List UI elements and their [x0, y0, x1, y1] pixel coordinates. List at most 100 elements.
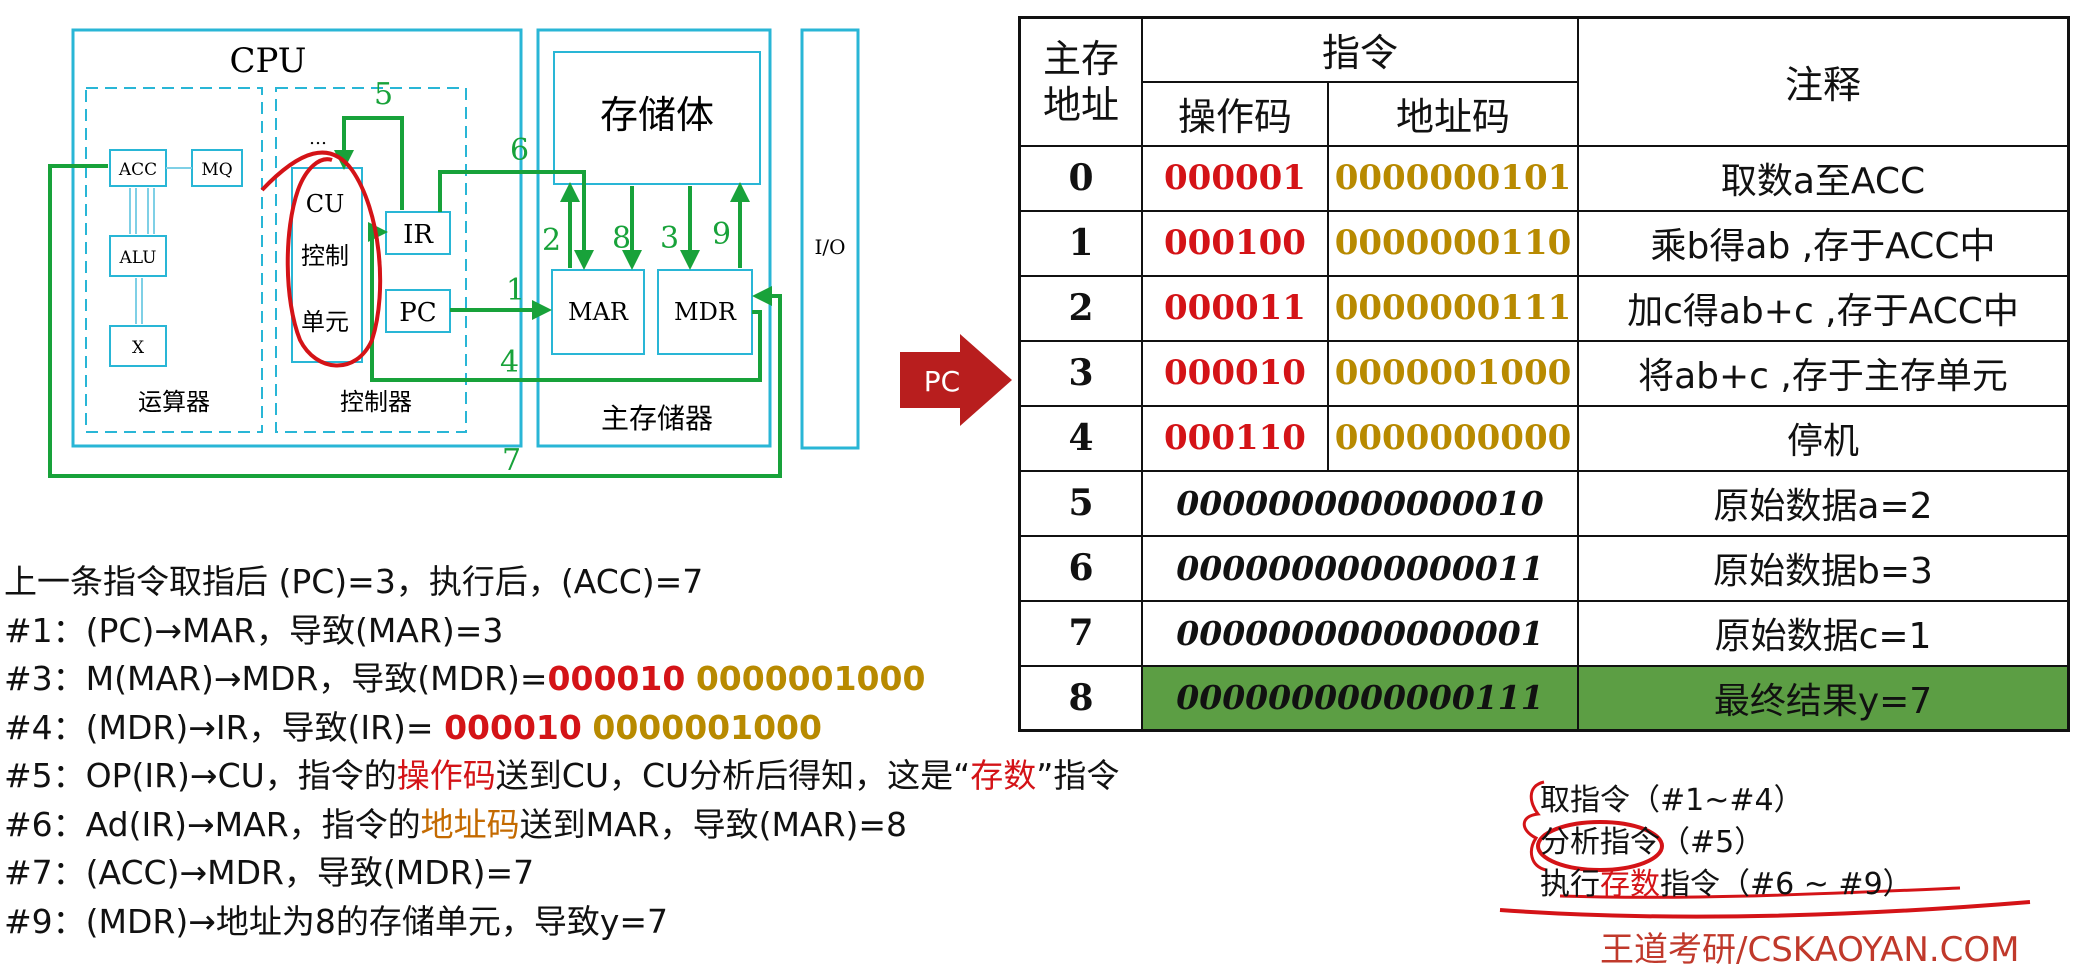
row-data-value: 0000000000000010 [1141, 469, 1579, 537]
row-note: 原始数据b=3 [1577, 534, 2070, 602]
mar-label: MAR [568, 298, 629, 326]
header-address: 主存 地址 [1018, 16, 1143, 147]
step-numbers: 1 2 3 4 5 6 7 8 9 [374, 77, 731, 478]
explain-line: #7：(ACC)→MDR，导致(MDR)=7 [4, 853, 535, 892]
row-opcode: 000010 [1141, 339, 1329, 407]
header-instruction: 指令 [1141, 16, 1579, 83]
main-memory-box [536, 28, 772, 448]
watermark: 王道考研/CSKAOYAN.COM [1600, 930, 2020, 970]
row-data-value: 0000000000000011 [1141, 534, 1579, 602]
table-row: 4 000110 0000000000 停机 [1018, 404, 2070, 472]
summary-fetch: 取指令（#1~#4） [1540, 783, 1804, 818]
explain-highlight: 存数 [970, 756, 1037, 795]
instruction-table: 主存 地址 指令 注释 操作码 地址码 0 000001 0000000101 … [1018, 16, 2070, 732]
row-note: 最终结果y=7 [1577, 664, 2070, 732]
storage-body-label: 存储体 [600, 93, 714, 137]
explain-text: #3：M(MAR)→MDR，导致(MDR)= [4, 659, 548, 698]
table-row: 0 000001 0000000101 取数a至ACC [1018, 144, 2070, 212]
table-row: 3 000010 0000001000 将ab+c ,存于主存单元 [1018, 339, 2070, 407]
row-note: 停机 [1577, 404, 2070, 472]
alu-unit-label: 运算器 [138, 388, 210, 416]
table-row: 2 000011 0000000111 加c得ab+c ,存于ACC中 [1018, 274, 2070, 342]
explain-opcode: 000010 [547, 659, 686, 698]
row-address: 0 [1018, 144, 1143, 212]
row-address-code: 0000001000 [1327, 339, 1579, 407]
row-address-code: 0000000110 [1327, 209, 1579, 277]
summary-text: 指令（#6 ~ #9） [1660, 867, 1913, 902]
header-opcode: 操作码 [1141, 80, 1329, 147]
row-note: 乘b得ab ,存于ACC中 [1577, 209, 2070, 277]
data-paths [48, 116, 782, 478]
main-memory-label: 主存储器 [601, 402, 713, 435]
row-note: 将ab+c ,存于主存单元 [1577, 339, 2070, 407]
row-address: 6 [1018, 534, 1143, 602]
row-address: 5 [1018, 469, 1143, 537]
cu-label-line2: 单元 [301, 308, 349, 336]
step-6: 6 [510, 133, 529, 168]
cu-ellipsis: … [309, 128, 327, 149]
controller-label: 控制器 [340, 388, 412, 416]
header-note: 注释 [1577, 16, 2070, 147]
step-1: 1 [506, 273, 525, 308]
explain-text: #5：OP(IR)→CU，指令的 [4, 756, 397, 795]
row-opcode: 000001 [1141, 144, 1329, 212]
x-label: X [132, 338, 145, 358]
explain-line: 上一条指令取指后 (PC)=3，执行后，(ACC)=7 [4, 562, 704, 601]
step-5: 5 [374, 77, 393, 112]
summary-execute: 执行存数指令（#6 ~ #9） [1540, 864, 1913, 906]
pc-pointer-arrow: PC [900, 334, 1012, 426]
step-8: 8 [612, 221, 631, 256]
row-address: 8 [1018, 664, 1143, 732]
row-address: 3 [1018, 339, 1143, 407]
row-address: 2 [1018, 274, 1143, 342]
explain-line: #3：M(MAR)→MDR，导致(MDR)=000010 0000001000 [4, 655, 1119, 704]
explain-address-code: 0000001000 [592, 707, 822, 747]
row-data-value: 0000000000000001 [1141, 599, 1579, 667]
explain-text: 送到CU，CU分析后得知，这是“ [495, 756, 971, 795]
summary-ink [1499, 780, 2031, 919]
explanation-text: 上一条指令取指后 (PC)=3，执行后，(ACC)=7 #1：(PC)→MAR，… [4, 558, 1119, 946]
table-row-result: 8 0000000000000111 最终结果y=7 [1018, 664, 2070, 732]
cpu-label: CPU [230, 41, 307, 81]
summary-highlight: 存数 [1600, 867, 1660, 902]
row-opcode: 000110 [1141, 404, 1329, 472]
row-note: 原始数据a=2 [1577, 469, 2070, 537]
explain-line: #6：Ad(IR)→MAR，指令的地址码送到MAR，导致(MAR)=8 [4, 801, 1119, 850]
alu-label: ALU [119, 248, 157, 268]
step-9: 9 [712, 217, 731, 252]
step-3: 3 [660, 221, 679, 256]
row-note: 加c得ab+c ,存于ACC中 [1577, 274, 2070, 342]
row-address: 4 [1018, 404, 1143, 472]
step-4: 4 [500, 345, 519, 380]
row-address: 1 [1018, 209, 1143, 277]
header-address-line2: 地址 [1042, 82, 1119, 127]
explain-highlight: 地址码 [420, 804, 520, 844]
cpu-memory-diagram: CPU ACC MQ ALU X 运算器 … CU 控制 单元 IR PC 控制… [48, 28, 860, 478]
summary-analyze: 分析指令（#5） [1540, 825, 1765, 860]
explain-text: #4：(MDR)→IR，导致(IR)= [4, 707, 445, 747]
cu-label-line1: 控制 [301, 242, 349, 270]
controller-section [275, 87, 467, 433]
row-address-code: 0000000111 [1327, 274, 1579, 342]
explain-line: #5：OP(IR)→CU，指令的操作码送到CU，CU分析后得知，这是“存数”指令 [4, 752, 1119, 801]
explain-line: #9：(MDR)→地址为8的存储单元，导致y=7 [4, 901, 669, 941]
explain-text: 送到MAR，导致(MAR)=8 [519, 804, 907, 844]
ir-label: IR [403, 220, 434, 250]
explain-opcode: 000010 [444, 707, 582, 747]
mq-label: MQ [201, 160, 232, 180]
cu-highlight-ink [260, 150, 383, 368]
table-row: 6 0000000000000011 原始数据b=3 [1018, 534, 2070, 602]
alu-section [85, 87, 263, 433]
cu-label: CU [306, 190, 345, 218]
step-2: 2 [542, 223, 561, 258]
explain-address-code: 0000001000 [695, 659, 926, 698]
row-note: 取数a至ACC [1577, 144, 2070, 212]
explain-text: ”指令 [1036, 756, 1120, 795]
acc-label: ACC [118, 160, 157, 180]
row-data-value: 0000000000000111 [1141, 664, 1579, 732]
explain-line: #1：(PC)→MAR，导致(MAR)=3 [4, 610, 504, 650]
io-label: I/O [814, 235, 845, 259]
pc-label: PC [399, 298, 436, 328]
row-opcode: 000100 [1141, 209, 1329, 277]
table-row: 5 0000000000000010 原始数据a=2 [1018, 469, 2070, 537]
